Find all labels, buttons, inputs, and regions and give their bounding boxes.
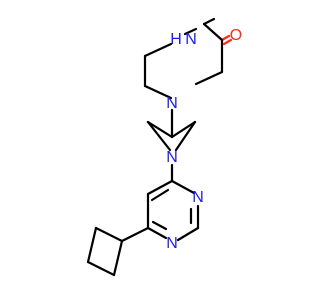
bond [151,220,168,231]
bond [143,42,173,58]
bond [150,188,170,202]
bond [146,179,174,196]
amide-nitrogen-label: N [185,31,197,48]
bond [220,34,231,42]
bond [194,70,224,86]
atom-labels: H N O N N N N [166,27,242,252]
piperazinone-ring [143,17,233,100]
bond [146,226,168,240]
bond [202,17,216,26]
bond [143,84,173,100]
bond [86,226,98,264]
bond [120,226,150,243]
bond [174,120,197,152]
bond [146,120,174,139]
pyrimidine-nitrogen-1-label: N [192,189,204,206]
azetidine-ring [146,120,197,152]
azetidine-nitrogen-label: N [166,149,178,166]
bond [94,226,124,243]
bond [170,120,197,139]
amide-nh-hydrogen-label: H [170,31,182,48]
molecule-canvas: H N O N N N N [86,17,242,277]
cyclobutyl-ring [86,226,150,277]
carbonyl-oxygen-label: O [230,27,242,44]
bond [202,22,224,42]
pyrimidine-ring [146,179,200,242]
bond [112,239,124,277]
bond [222,38,233,46]
bond [176,226,200,242]
pyrimidine-nitrogen-3-label: N [166,235,178,252]
molecule-structure: H N O N N N N [86,17,242,277]
bond [183,27,198,36]
bond [170,179,196,195]
bond [86,260,116,277]
piperazine-nitrogen-label: N [166,95,178,112]
bond [146,120,172,152]
